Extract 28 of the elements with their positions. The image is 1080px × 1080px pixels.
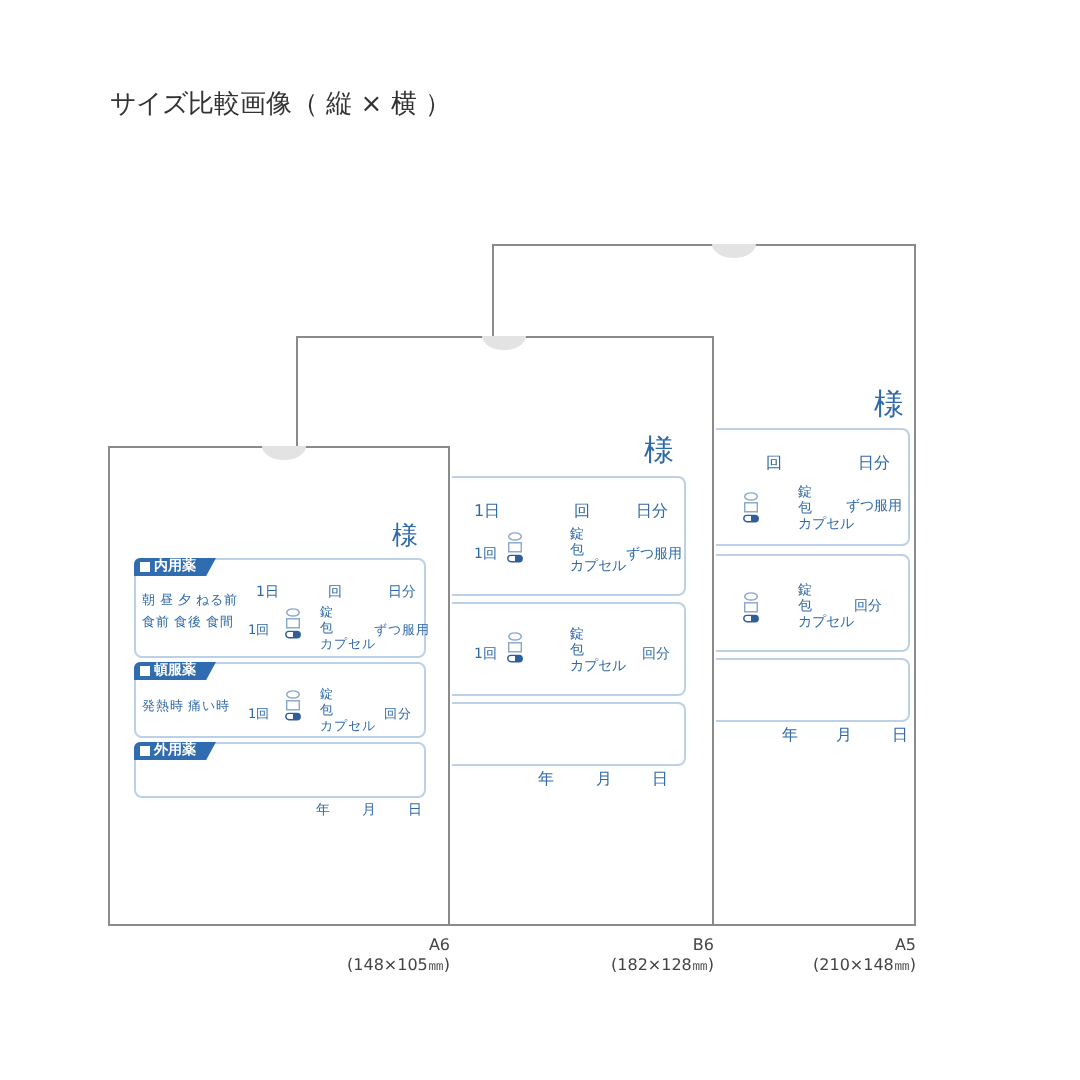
form-label: 回 xyxy=(766,456,782,472)
date-label: 年 xyxy=(782,728,798,744)
dosage-panel xyxy=(134,662,426,738)
dosage-panel xyxy=(716,554,910,652)
size-caption: A5 (210×148㎜) xyxy=(813,936,916,975)
dosage-panel xyxy=(134,558,426,658)
size-caption: B6 (182×128㎜) xyxy=(611,936,714,975)
date-label: 日 xyxy=(652,772,668,788)
date-label: 年 xyxy=(538,772,554,788)
date-label: 日 xyxy=(892,728,908,744)
title-text: サイズ比較画像（ 縦 × 横 ） xyxy=(110,92,451,118)
form-label: 日分 xyxy=(858,456,890,472)
honorific-text: 様 xyxy=(392,524,418,550)
dosage-panel xyxy=(716,428,910,546)
blank-panel xyxy=(716,658,910,722)
form-label: 回 xyxy=(574,504,590,520)
size-caption: A6 (148×105㎜) xyxy=(347,936,450,975)
envelope-sheet xyxy=(108,446,450,926)
blank-panel xyxy=(452,702,686,766)
dosage-panel xyxy=(452,476,686,596)
honorific-text: 様 xyxy=(874,390,904,420)
date-label: 月 xyxy=(836,728,852,744)
honorific-text: 様 xyxy=(644,436,674,466)
dosage-panel xyxy=(134,742,426,798)
form-label: 日分 xyxy=(636,504,668,520)
date-label: 月 xyxy=(596,772,612,788)
form-label: 1日 xyxy=(474,504,501,520)
dosage-panel xyxy=(452,602,686,696)
